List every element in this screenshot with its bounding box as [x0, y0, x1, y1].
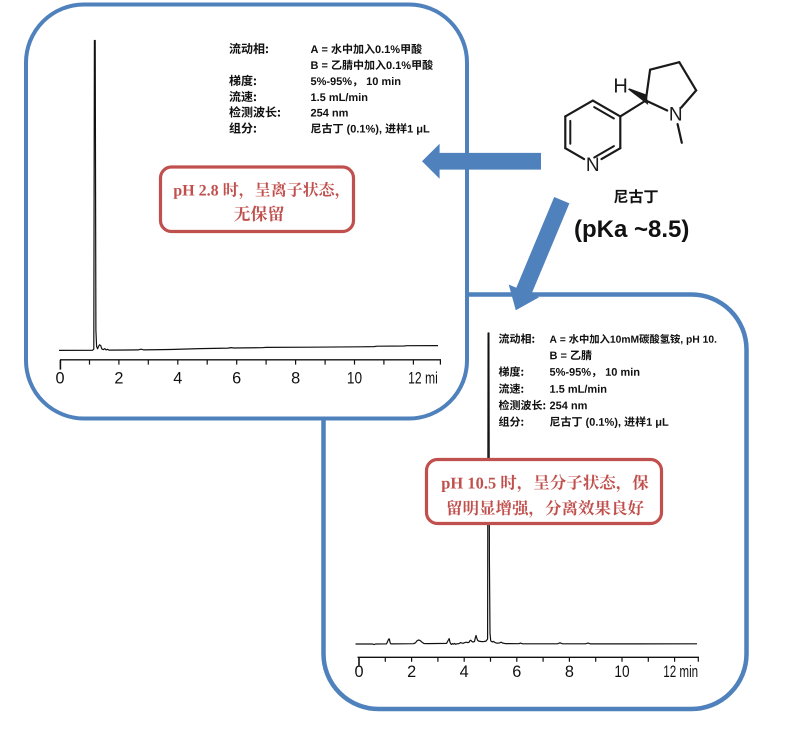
svg-text:12 min: 12 min	[663, 663, 698, 681]
svg-text:2: 2	[407, 663, 416, 681]
svg-text:H: H	[613, 75, 627, 97]
svg-text:0: 0	[354, 663, 363, 681]
svg-text:N: N	[669, 105, 683, 126]
svg-text:0: 0	[55, 370, 64, 388]
svg-text:10: 10	[347, 370, 362, 388]
svg-text:N: N	[586, 155, 600, 176]
svg-text:2: 2	[114, 370, 123, 388]
svg-text:6: 6	[512, 663, 521, 681]
svg-text:8: 8	[565, 663, 574, 681]
svg-text:12 mi: 12 mi	[408, 370, 438, 388]
svg-text:(pKa ~8.5): (pKa ~8.5)	[574, 216, 689, 243]
svg-text:6: 6	[232, 370, 241, 388]
svg-text:4: 4	[460, 663, 469, 681]
svg-text:4: 4	[173, 370, 182, 388]
svg-text:10: 10	[614, 663, 629, 681]
svg-text:8: 8	[291, 370, 300, 388]
